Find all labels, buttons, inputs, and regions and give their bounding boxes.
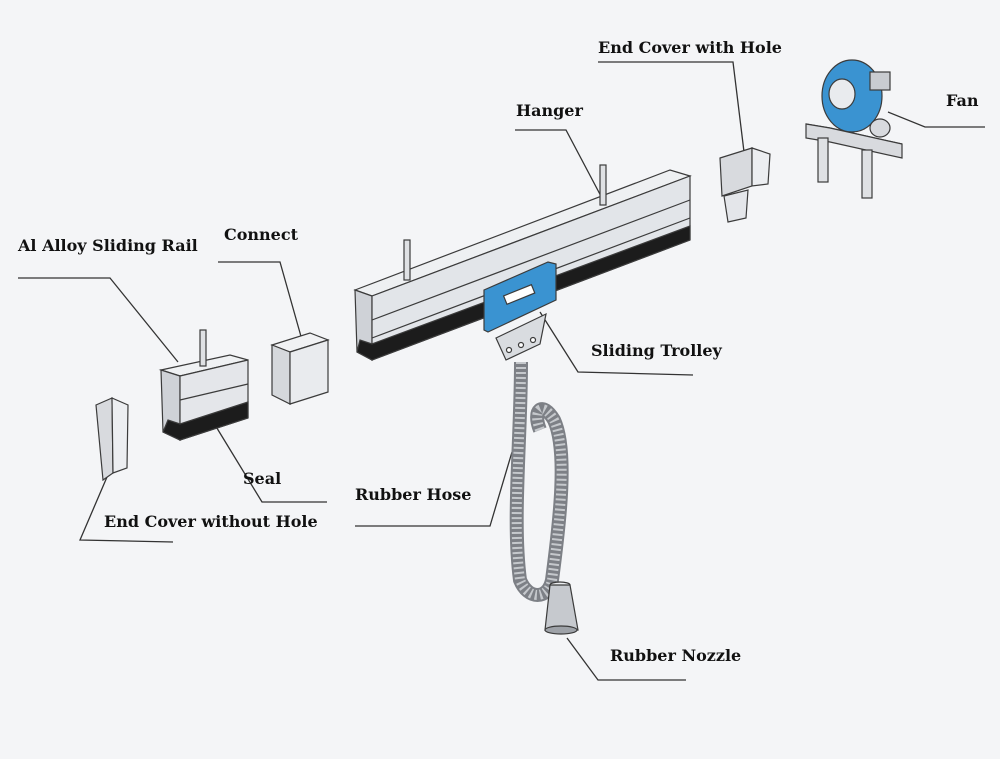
end-cover-with-hole-side bbox=[751, 147, 771, 187]
trolley-bolt-1 bbox=[505, 346, 513, 354]
end-cover-with-hole-front bbox=[719, 147, 753, 197]
sliding-trolley bbox=[483, 261, 557, 361]
leader-sliding-trolley bbox=[539, 311, 694, 376]
rubber-nozzle-bottom bbox=[544, 625, 578, 635]
small-rail-section bbox=[158, 329, 249, 441]
leader-hanger bbox=[515, 129, 604, 201]
label-fan: Fan bbox=[946, 91, 979, 110]
leader-end-cover-with-hole bbox=[598, 61, 746, 161]
label-seal: Seal bbox=[243, 469, 282, 488]
small-rail-groove bbox=[179, 383, 249, 401]
main-rail-groove-1 bbox=[371, 199, 691, 321]
leader-seal bbox=[211, 419, 327, 503]
connect-block-front bbox=[271, 344, 291, 405]
leader-al-alloy-rail bbox=[18, 277, 179, 363]
small-rail-seal bbox=[162, 401, 249, 441]
rubber-hose bbox=[509, 361, 569, 602]
fan-inlet bbox=[828, 78, 856, 110]
label-sliding-trolley: Sliding Trolley bbox=[591, 341, 722, 360]
fan-motor-cap bbox=[869, 118, 891, 138]
leader-end-cover-without-hole bbox=[79, 469, 174, 543]
end-cover-without-hole bbox=[95, 397, 129, 482]
leader-fan bbox=[887, 111, 985, 128]
label-end-cover-with-hole: End Cover with Hole bbox=[598, 38, 782, 57]
label-end-cover-without-hole: End Cover without Hole bbox=[104, 512, 318, 531]
leader-rubber-hose bbox=[355, 451, 513, 527]
trolley-bolt-3 bbox=[529, 336, 537, 344]
connect-block-side bbox=[289, 339, 329, 405]
rubber-nozzle-body bbox=[544, 584, 579, 631]
fan bbox=[805, 59, 903, 199]
end-cover-with-hole-lower bbox=[723, 189, 749, 223]
label-connect: Connect bbox=[224, 225, 298, 244]
fan-leg-left bbox=[817, 137, 829, 183]
sliding-trolley-slot bbox=[502, 283, 536, 306]
end-cover-without-hole-side bbox=[111, 397, 129, 474]
fan-motor bbox=[869, 71, 891, 91]
label-rubber-nozzle: Rubber Nozzle bbox=[610, 646, 742, 665]
main-rail-hanger-post-left bbox=[403, 239, 411, 281]
end-cover-with-hole bbox=[719, 147, 771, 223]
label-hanger: Hanger bbox=[516, 101, 583, 120]
leader-rubber-nozzle bbox=[566, 637, 686, 681]
connect-block bbox=[270, 332, 330, 405]
label-rubber-hose: Rubber Hose bbox=[355, 485, 472, 504]
label-al-alloy-sliding-rail: Al Alloy Sliding Rail bbox=[18, 236, 198, 255]
main-rail-hanger-post-right bbox=[599, 164, 607, 206]
fan-stand-front bbox=[805, 123, 903, 159]
fan-leg-right bbox=[861, 149, 873, 199]
rubber-nozzle bbox=[544, 581, 579, 635]
leader-lines bbox=[18, 61, 985, 681]
trolley-bolt-2 bbox=[517, 341, 525, 349]
rubber-hose-ridges bbox=[511, 361, 567, 600]
end-cover-without-hole-front bbox=[95, 397, 114, 482]
small-rail-hanger-post bbox=[199, 329, 207, 367]
leader-connect bbox=[218, 261, 303, 341]
